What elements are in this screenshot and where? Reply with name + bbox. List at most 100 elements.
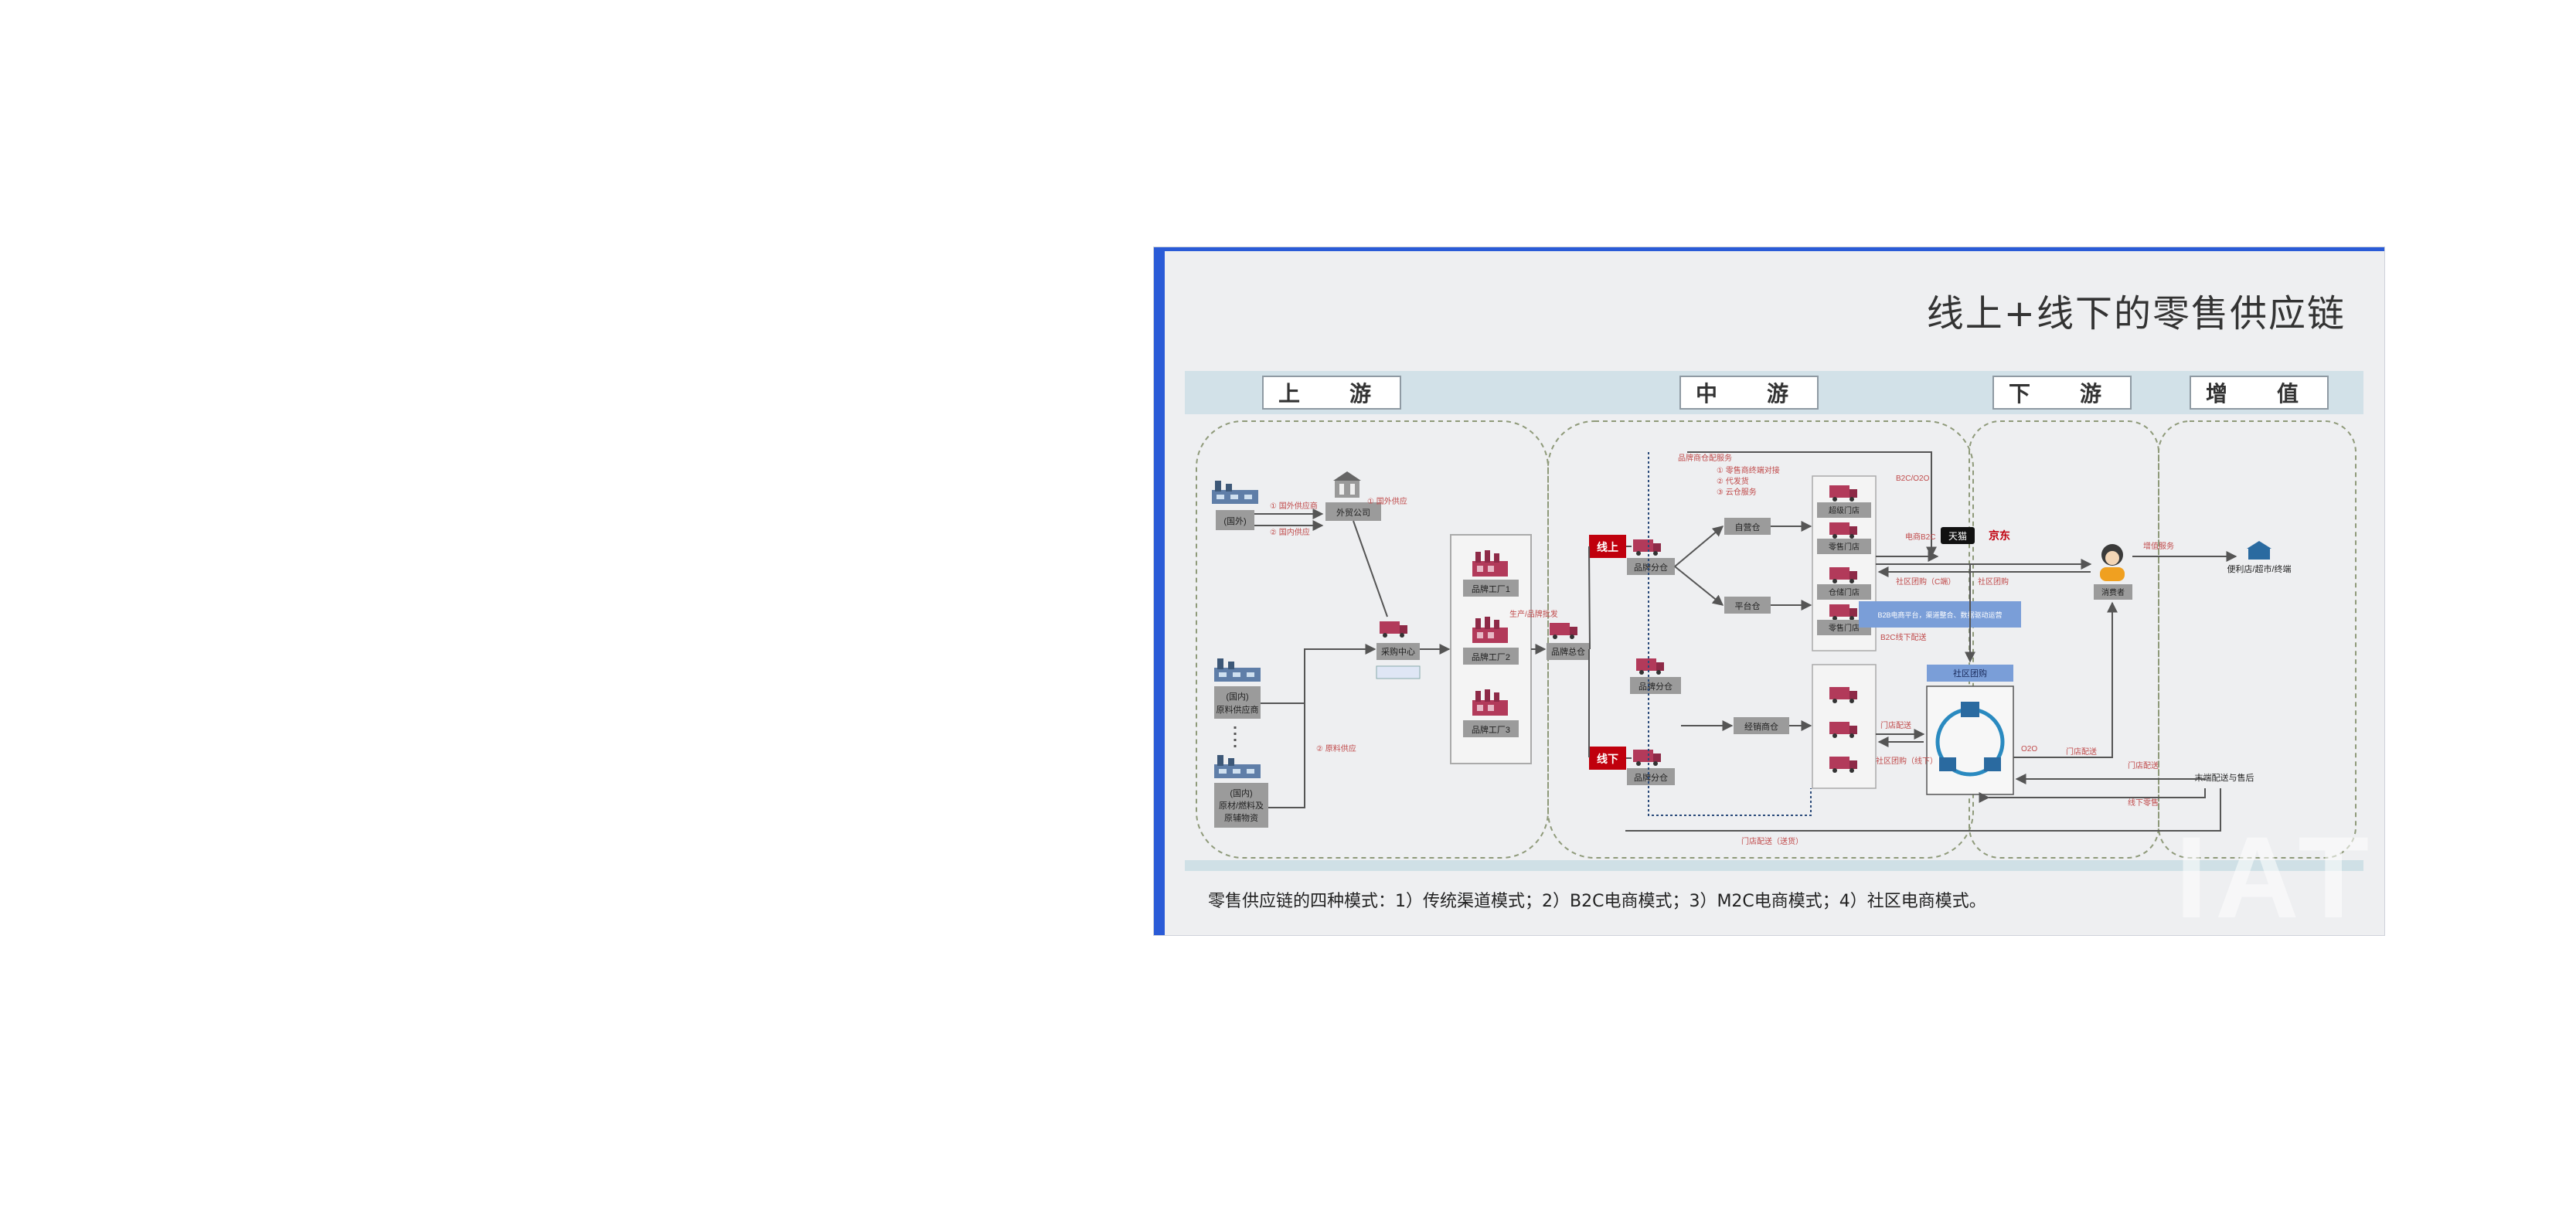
- platform-1-box: [1724, 518, 1771, 535]
- edge-label-19: 门店配送: [2128, 760, 2159, 770]
- offline-warehouse-label: 品牌分仓: [1634, 772, 1668, 783]
- offline-warehouse-truck-icon: [1633, 750, 1661, 766]
- online-warehouse-box: [1627, 558, 1675, 575]
- edge-label-21: 增值服务: [2143, 541, 2174, 551]
- procurement-sub-box: [1376, 665, 1421, 679]
- trade-company-icon: [1333, 471, 1361, 498]
- community-header: [1927, 665, 2013, 682]
- tmall-logo: 天猫: [1941, 527, 1975, 544]
- edge-label-11: 电商B2C: [1905, 532, 1935, 542]
- edge-label-4: ② 原料供应: [1316, 743, 1356, 753]
- edge-label-17: O2O: [2021, 745, 2037, 753]
- store-1-label: 超级门店: [1829, 505, 1860, 515]
- store-2-label: 零售门店: [1829, 542, 1860, 552]
- platform-banner-label: B2B电商平台，渠道整合、数据驱动运营: [1877, 611, 2002, 619]
- supplier-bottom-label-3: 原辅物资: [1224, 812, 1258, 823]
- offline-tag-label: 线下: [1597, 753, 1618, 765]
- zone-value-add: [2158, 420, 2357, 859]
- supplier-bottom-box: [1214, 783, 1268, 828]
- brand-dc-truck-icon: [1550, 623, 1577, 639]
- edge-label-2: ② 国内供应: [1270, 527, 1310, 537]
- edge-label-8: ② 代发货: [1717, 476, 1749, 486]
- slide-top-accent-line: [1154, 247, 2384, 251]
- supplier-top-box: [1216, 510, 1254, 530]
- zone-midstream: [1547, 420, 1974, 859]
- jd-logo: 京东: [1989, 529, 2010, 542]
- mid-warehouse-label: 品牌分仓: [1638, 681, 1673, 692]
- edge-label-9: ③ 云仓服务: [1717, 487, 1757, 497]
- watermark-logo: IAT: [2175, 812, 2377, 935]
- brand-dc-label: 品牌总仓: [1551, 646, 1585, 657]
- factory-3-label: 品牌工厂3: [1472, 724, 1510, 735]
- value-add-building-icon: [2247, 541, 2271, 560]
- supplier-mid-box: [1214, 686, 1261, 719]
- supplier-bottom-label-1: (国内): [1230, 787, 1252, 798]
- store-4-box: [1817, 620, 1871, 635]
- section-label-value-add: 增 值: [2190, 376, 2329, 410]
- consumer-label: 消费者: [2101, 587, 2125, 597]
- consumer-box: [2094, 584, 2132, 600]
- distributor-label: 经销商仓: [1744, 721, 1778, 732]
- supplier-top-label: (国外): [1223, 516, 1246, 526]
- online-warehouse-label: 品牌分仓: [1634, 562, 1668, 573]
- offline-tag: [1589, 747, 1626, 770]
- trade-company-box: [1325, 502, 1381, 521]
- store-3-box: [1817, 584, 1871, 600]
- value-add-label: 便利店/超市/终端: [2227, 563, 2291, 574]
- brand-dc-box: [1547, 643, 1590, 660]
- logistics-label: 末端配送与售后: [2195, 772, 2254, 783]
- slide-caption: 零售供应链的四种模式：1）传统渠道模式；2）B2C电商模式；3）M2C电商模式；…: [1208, 892, 1986, 911]
- dotted-loop: [1648, 452, 1812, 816]
- store-4-label: 零售门店: [1829, 623, 1860, 633]
- footer-band: [1185, 860, 2363, 871]
- section-label-downstream: 下 游: [1992, 376, 2132, 410]
- edge-label-7: ① 零售商终端对接: [1717, 465, 1780, 475]
- mid-warehouse-box: [1630, 677, 1681, 694]
- section-header-band: 上 游 中 游 下 游 增 值: [1185, 371, 2363, 414]
- edge-label-14: B2C线下配送: [1880, 632, 1926, 642]
- offline-warehouse-box: [1627, 768, 1675, 785]
- online-warehouse-truck-icon: [1633, 539, 1661, 556]
- supplier-bottom-label-2: 原材/燃料及: [1219, 800, 1264, 811]
- edge-label-5: 生产/品牌批发: [1509, 609, 1558, 619]
- section-label-upstream: 上 游: [1262, 376, 1401, 410]
- online-tag-label: 线上: [1597, 541, 1618, 553]
- edge-label-13: 社区团购: [1978, 577, 2009, 587]
- supply-chain-diagram: (国外) (国内) 原料供应商 (国内) 原材/燃料及 原辅物资 外贸公司 采购…: [1196, 420, 2357, 859]
- supplier-mid-label-2: 原料供应商: [1217, 704, 1259, 715]
- factory-1-box: [1463, 580, 1519, 597]
- section-label-midstream: 中 游: [1679, 376, 1819, 410]
- svg-text:天猫: 天猫: [1948, 531, 1967, 542]
- edge-label-18: 门店配送: [2066, 747, 2097, 757]
- edge-label-1: ① 国外供应商: [1270, 501, 1318, 511]
- slide-title: 线上+线下的零售供应链: [1926, 292, 2346, 335]
- community-header-label: 社区团购: [1953, 668, 1987, 679]
- slide: 线上+线下的零售供应链 上 游 中 游 下 游 增 值: [1154, 247, 2384, 935]
- procurement-truck-icon: [1380, 621, 1407, 638]
- trade-company-label: 外贸公司: [1336, 508, 1370, 518]
- edge-label-6: 品牌商仓配服务: [1678, 453, 1732, 463]
- edge-label-16: 社区团购（线下）: [1876, 756, 1938, 766]
- supplier-mid-label-1: (国内): [1226, 691, 1248, 702]
- factory-2-box: [1463, 648, 1519, 665]
- community-building-icon: [1939, 702, 2001, 771]
- edge-label-20: 线下零售: [2128, 798, 2159, 808]
- supplier-plant-icon-bottom: [1214, 755, 1261, 778]
- online-tag: [1589, 535, 1626, 558]
- store-2-box: [1817, 539, 1871, 554]
- edge-label-15: 门店配送: [1880, 720, 1911, 730]
- factory-3-box: [1463, 720, 1519, 737]
- slide-left-accent-bar: [1154, 247, 1165, 935]
- factory-1-label: 品牌工厂1: [1472, 583, 1510, 594]
- supplier-plant-icon-mid: [1214, 658, 1261, 682]
- platform-2-label: 平台仓: [1735, 600, 1761, 611]
- platform-2-box: [1724, 597, 1771, 614]
- supplier-plant-icon-top: [1212, 481, 1258, 504]
- distributor-box: [1734, 717, 1789, 734]
- mid-warehouse-truck-icon: [1636, 658, 1664, 675]
- factory-2-label: 品牌工厂2: [1472, 651, 1510, 662]
- procurement-label: 采购中心: [1381, 646, 1415, 657]
- edge-label-10: B2C/O2O: [1896, 475, 1930, 483]
- procurement-box: [1376, 643, 1420, 660]
- platform-1-label: 自营仓: [1735, 522, 1761, 532]
